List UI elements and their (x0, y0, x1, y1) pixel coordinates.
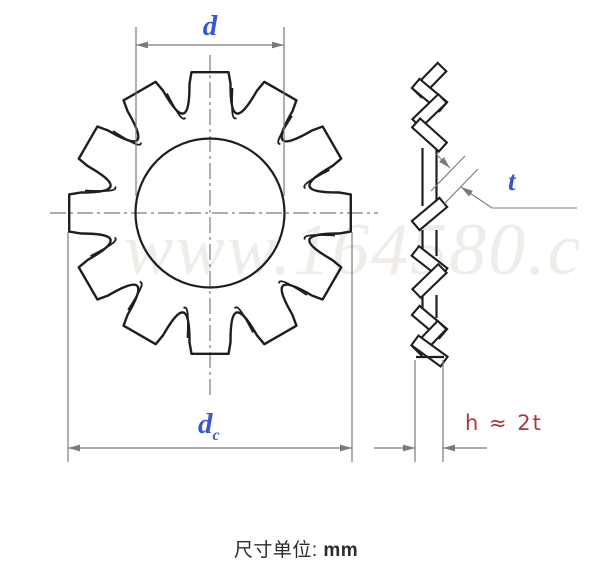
dim-label-outer-diameter-main: d (198, 408, 213, 440)
dim-label-outer-diameter: dc (198, 410, 220, 444)
washer-outline (68, 71, 352, 355)
dim-dc-arrow-right (340, 444, 352, 452)
dim-dc-arrow-left (68, 444, 80, 452)
dim-t-leader (460, 186, 577, 209)
dim-h-arrow-right (443, 444, 455, 452)
dim-label-inner-diameter: d (202, 10, 218, 42)
dim-label-thickness: t (508, 166, 516, 196)
side-view-twisted-tooth-4 (410, 196, 449, 232)
unit-note-prefix: 尺寸单位: (233, 540, 324, 561)
dim-t-face-line-2 (443, 168, 479, 205)
side-view-twisted-tooth-3 (410, 117, 449, 153)
washer-hole-circle (134, 137, 286, 289)
side-view-twisted-tooth-9 (409, 334, 450, 368)
dim-d-arrow-right (272, 41, 284, 49)
dim-h-arrow-left (403, 444, 415, 452)
side-view-twisted-tooth-6 (410, 262, 449, 300)
dim-t-arrow-b (461, 187, 473, 197)
dim-t-face-line-1 (430, 155, 466, 192)
dim-label-height-relation: h ≈ 2t (465, 411, 543, 435)
dim-t-arrow-a (439, 157, 450, 168)
unit-note-value: mm (323, 540, 359, 561)
dim-label-outer-diameter-sub: c (212, 426, 220, 444)
dim-d-arrow-left (136, 41, 148, 49)
unit-note: 尺寸单位: mm (0, 535, 592, 562)
